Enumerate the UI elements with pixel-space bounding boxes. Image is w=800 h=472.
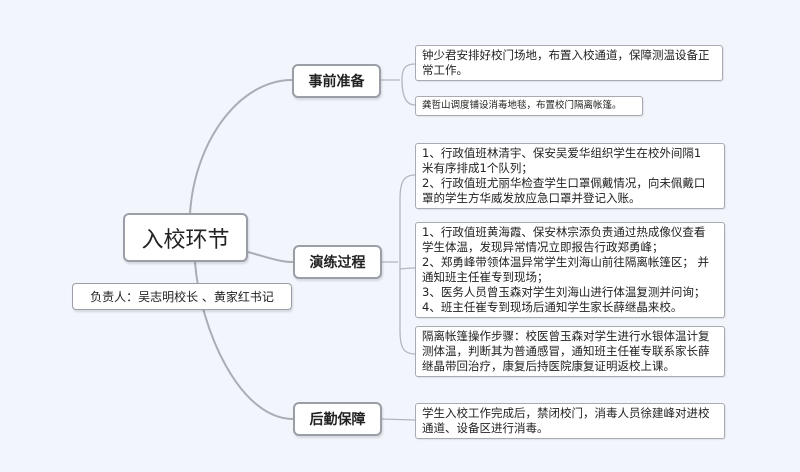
topic-preparation[interactable]: 事前准备 [292, 64, 381, 98]
topic-drill-process[interactable]: 演练过程 [293, 245, 382, 279]
leaf-temperature-check[interactable]: 1、行政值班黄海霞、保安林宗添负责通过热成像仪查看 学生体温，发现异常情况立即报… [415, 222, 725, 318]
topic-label: 后勤保障 [309, 412, 366, 428]
topic-label: 事前准备 [308, 74, 365, 90]
leaf-text: 继晶带回治疗，康复后持医院康复证明返校上课。 [422, 359, 675, 373]
leaf-text: 4、班主任崔专到现场后通知学生家长薛继晶来校。 [422, 300, 683, 314]
owner-label: 负责人：吴志明校长 、黄家红书记 [90, 290, 274, 304]
topic-label: 演练过程 [309, 255, 366, 271]
leaf-text: 龚哲山调度铺设消毒地毯，布置校门隔离帐篷。 [422, 100, 622, 111]
leaf-text: 罩的学生方华威发放应急口罩并登记入账。 [422, 191, 641, 205]
leaf-queue-mask-check[interactable]: 1、行政值班林清宇、保安吴爱华组织学生在校外间隔1 米有序排成1个队列； 2、行… [415, 143, 725, 209]
leaf-text: 米有序排成1个队列； [422, 161, 533, 175]
leaf-text: 3、医务人员曾玉森对学生刘海山进行体温复测并问询； [422, 285, 706, 299]
topic-logistics[interactable]: 后勤保障 [293, 402, 382, 436]
leaf-text: 1、行政值班林清宇、保安吴爱华组织学生在校外间隔1 [422, 146, 702, 160]
leaf-text: 2、郑勇峰带领体温异常学生刘海山前往隔离帐篷区； 并 [422, 255, 709, 269]
leaf-text: 1、行政值班黄海霞、保安林宗添负责通过热成像仪查看 [422, 225, 706, 239]
leaf-text: 常工作。 [422, 63, 468, 77]
leaf-text: 学生体温，发现异常情况立即报告行政郑勇峰； [422, 240, 664, 254]
leaf-text: 通道、设备区进行消毒。 [422, 421, 549, 435]
leaf-text: 隔离帐篷操作步骤：校医曾玉森对学生进行水银体温计复 [422, 329, 710, 343]
leaf-text: 钟少君安排好校门场地，布置入校通道，保障测温设备正 [422, 48, 710, 62]
central-topic-label: 入校环节 [141, 227, 230, 253]
leaf-disinfection-tent[interactable]: 龚哲山调度铺设消毒地毯，布置校门隔离帐篷。 [415, 96, 643, 116]
leaf-text: 通知班主任崔专到现场； [422, 270, 549, 284]
leaf-logistics-disinfection[interactable]: 学生入校工作完成后，禁闭校门，消毒人员徐建峰对进校 通道、设备区进行消毒。 [415, 403, 725, 439]
central-topic[interactable]: 入校环节 [123, 213, 248, 262]
leaf-text: 2、行政值班尤丽华检查学生口罩佩戴情况，向未佩戴口 [422, 176, 706, 190]
leaf-text: 学生入校工作完成后，禁闭校门，消毒人员徐建峰对进校 [422, 406, 710, 420]
owner-note[interactable]: 负责人：吴志明校长 、黄家红书记 [72, 283, 292, 310]
leaf-site-setup[interactable]: 钟少君安排好校门场地，布置入校通道，保障测温设备正 常工作。 [415, 45, 723, 81]
leaf-text: 测体温，判断其为普通感冒，通知班主任崔专联系家长薛 [422, 344, 710, 358]
leaf-isolation-steps[interactable]: 隔离帐篷操作步骤：校医曾玉森对学生进行水银体温计复 测体温，判断其为普通感冒，通… [415, 326, 725, 377]
